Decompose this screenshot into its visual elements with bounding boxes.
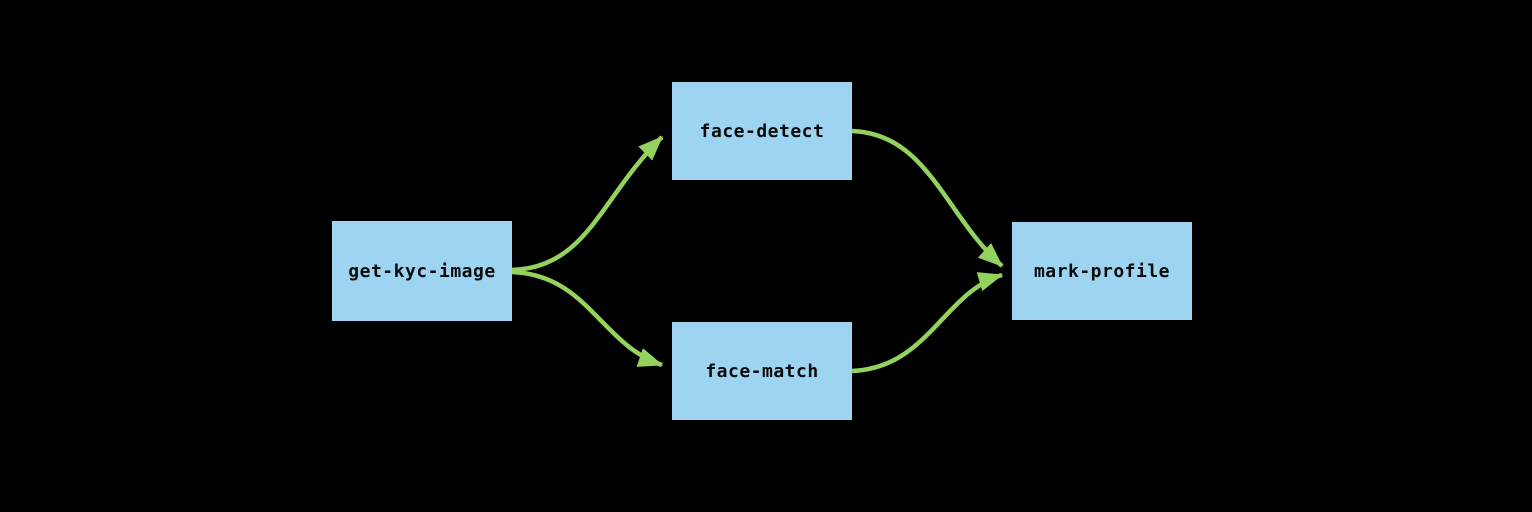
node-face-detect: face-detect	[672, 82, 852, 180]
node-mark-profile: mark-profile	[1012, 222, 1192, 320]
node-label: get-kyc-image	[348, 260, 496, 282]
edge-face-match-to-mark-profile	[851, 272, 1004, 374]
node-label: mark-profile	[1033, 260, 1171, 282]
node-label: face-detect	[699, 120, 825, 142]
node-label: face-match	[705, 360, 819, 382]
edge-face-detect-to-mark-profile	[851, 128, 1004, 268]
node-face-match: face-match	[672, 322, 852, 420]
edge-get-kyc-image-to-face-detect	[511, 135, 664, 273]
node-get-kyc-image: get-kyc-image	[332, 221, 512, 321]
edge-get-kyc-image-to-face-match	[511, 269, 664, 368]
